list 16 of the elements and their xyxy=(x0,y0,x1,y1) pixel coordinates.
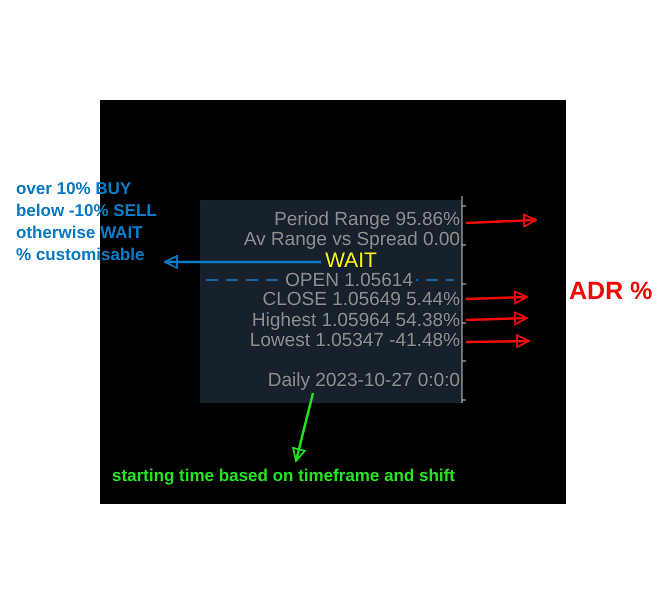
arrow xyxy=(292,392,314,462)
panel-value-text: Highest 1.05964 54.38% xyxy=(252,311,460,331)
info-panel xyxy=(200,200,462,403)
arrow xyxy=(466,214,537,228)
annotation-label: ADR % xyxy=(569,276,652,306)
arrow xyxy=(466,334,530,348)
arrow xyxy=(466,290,528,304)
panel-value-text: CLOSE 1.05649 5.44% xyxy=(262,290,460,310)
arrow xyxy=(164,255,322,269)
signal-text: WAIT xyxy=(325,251,377,271)
panel-value-text: Daily 2023-10-27 0:0:0 xyxy=(268,371,460,391)
annotation-note: starting time based on timeframe and shift xyxy=(112,466,455,486)
arrow xyxy=(466,312,528,326)
panel-value-text: Lowest 1.05347 -41.48% xyxy=(250,331,460,351)
panel-value-text: Period Range 95.86% xyxy=(274,210,460,230)
panel-value-text: Av Range vs Spread 0.00 xyxy=(244,230,460,250)
